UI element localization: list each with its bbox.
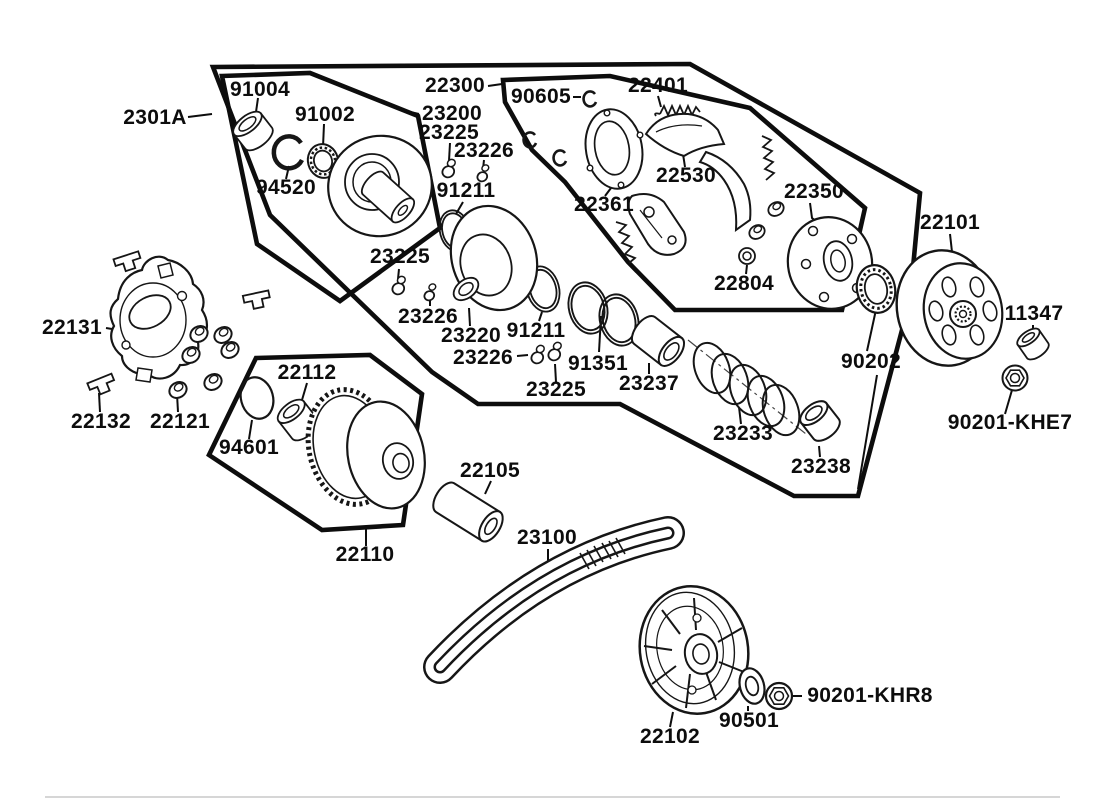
fixed-driven-face	[327, 134, 433, 238]
seal-rings-91351	[567, 281, 640, 347]
clutch-shoes-22530	[627, 112, 752, 256]
ramp-plate-22131	[109, 255, 208, 383]
spring-collar-23238	[799, 400, 841, 442]
flange-nut-90201-khe7	[1001, 364, 1029, 392]
spacer-22105	[432, 481, 504, 543]
assembly-outline-22110	[206, 352, 425, 533]
clutch-outer-22101	[895, 249, 1004, 367]
flange-nut-90201-khr8	[764, 681, 794, 711]
spring-seat-23237	[630, 315, 686, 367]
nut-22804	[738, 247, 756, 265]
clutch-spring-22401	[654, 103, 701, 118]
bushing-91004	[232, 110, 274, 152]
weight-rollers-22121	[168, 325, 240, 399]
driven-spring-23233	[687, 339, 807, 437]
slide-pieces-22132	[86, 250, 271, 396]
driven-pulley-22110	[305, 387, 426, 510]
movable-driven-face-23220	[449, 204, 539, 312]
pulley-bolts-23225-23226	[391, 158, 562, 365]
bushing-11347	[1016, 327, 1050, 361]
o-ring-94601	[239, 376, 275, 420]
drive-face-22102	[638, 585, 750, 715]
assembly-outline-22300	[500, 73, 868, 313]
gasket-22361	[584, 108, 644, 190]
washer-90501	[738, 667, 766, 705]
bearing-90202	[855, 264, 897, 314]
drive-belt-23100	[423, 516, 685, 684]
shoe-springs	[615, 135, 776, 264]
e-clips-90605	[522, 90, 598, 167]
assembly-outline-2301a	[209, 61, 923, 499]
snap-ring-94520	[271, 134, 305, 171]
pivot-rollers	[748, 201, 785, 240]
